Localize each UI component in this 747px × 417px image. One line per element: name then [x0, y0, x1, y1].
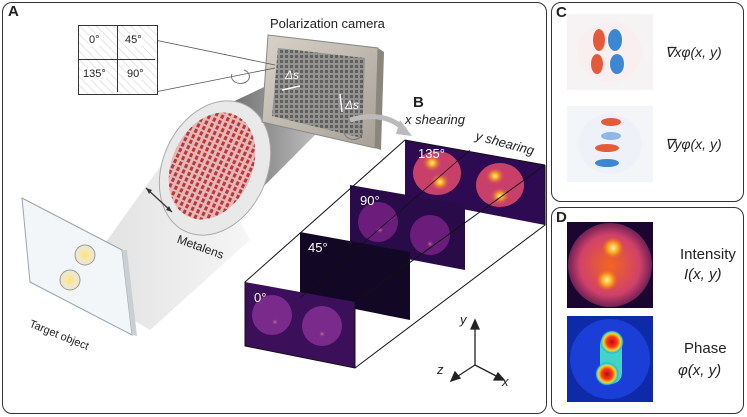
- shear-label-y: Δs: [345, 98, 360, 112]
- frame-label-90: 90°: [360, 193, 380, 208]
- frames-wireframe: [244, 139, 546, 369]
- frame-label-45: 45°: [308, 240, 328, 255]
- axis-label-y: y: [460, 312, 467, 327]
- intensity-image: [567, 222, 653, 308]
- camera-sensor: [272, 48, 365, 138]
- rotation-arrow-right: [343, 125, 363, 140]
- frame-label-135: 135°: [418, 146, 445, 161]
- grad-y-label: ∇yφ(x, y): [665, 136, 722, 152]
- grad-x-label: ∇xφ(x, y): [665, 44, 722, 60]
- grad-y-image: [567, 106, 653, 182]
- polarization-camera-label: Polarization camera: [270, 16, 385, 31]
- pixel-angle-135: 135°: [83, 68, 106, 80]
- axis-label-x: x: [502, 374, 509, 389]
- shear-arrow-x: [281, 85, 301, 91]
- frame-label-0: 0°: [254, 290, 267, 305]
- panel-c-label: C: [556, 4, 567, 21]
- intensity-label: Intensity: [680, 246, 736, 263]
- frame-0: [245, 282, 355, 368]
- phase-image: [567, 316, 653, 402]
- phase-label: Phase: [684, 340, 727, 357]
- pixel-angle-90: 90°: [127, 68, 144, 80]
- pixel-angle-45: 45°: [125, 34, 142, 46]
- shear-arrow-y: [339, 93, 343, 113]
- target-object-slab: [21, 197, 133, 336]
- panel-b-label: B: [413, 94, 424, 111]
- pixel-inset: 0° 45° 135° 90°: [78, 25, 158, 95]
- axes-triad: [449, 318, 506, 383]
- shear-label-x: Δs: [285, 68, 300, 82]
- phase-expr: φ(x, y): [678, 362, 722, 379]
- panel-a-label: A: [8, 3, 19, 20]
- x-shearing-label: x shearing: [405, 112, 465, 127]
- grad-x-image: [567, 14, 653, 90]
- pixel-angle-0: 0°: [89, 34, 100, 46]
- panel-d-label: D: [556, 209, 567, 226]
- rotation-arrow-left: [230, 69, 250, 84]
- intensity-expr: I(x, y): [684, 266, 722, 283]
- axis-label-z: z: [437, 362, 444, 377]
